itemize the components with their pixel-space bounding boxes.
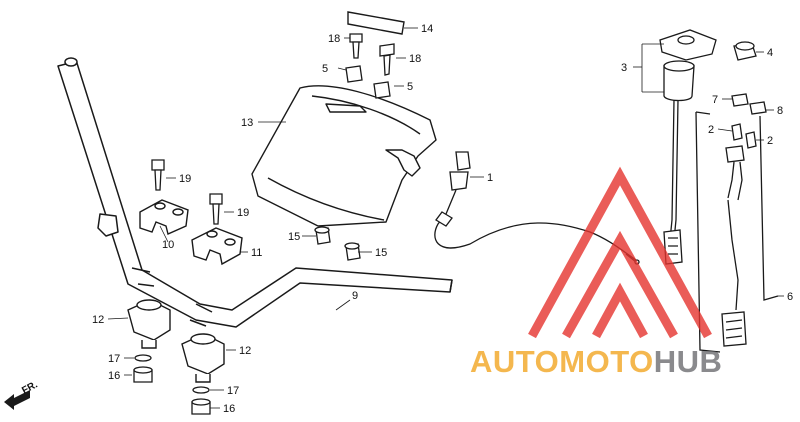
lamp-components bbox=[731, 41, 767, 149]
wire-harness bbox=[695, 111, 779, 353]
callout-10: 10 bbox=[162, 239, 174, 251]
callout-11: 11 bbox=[251, 247, 262, 259]
callout-18a: 18 bbox=[328, 33, 340, 45]
callout-17a: 17 bbox=[108, 353, 120, 365]
callout-9: 9 bbox=[352, 290, 358, 302]
handlebar-cover bbox=[251, 85, 437, 227]
lower-holder-right bbox=[181, 333, 225, 383]
leader-lines bbox=[107, 27, 784, 409]
callout-19a: 19 bbox=[179, 173, 191, 185]
bolts bbox=[151, 33, 395, 225]
grommets-and-collars bbox=[314, 65, 391, 261]
callout-15b: 15 bbox=[375, 247, 387, 259]
ignition-switch bbox=[659, 29, 717, 265]
cover-cap bbox=[347, 11, 405, 35]
callout-17b: 17 bbox=[227, 385, 239, 397]
callout-8: 8 bbox=[777, 105, 783, 117]
callout-4: 4 bbox=[767, 47, 773, 59]
upper-holder-10 bbox=[139, 199, 189, 235]
callout-12a: 12 bbox=[92, 314, 104, 326]
callout-6: 6 bbox=[787, 291, 793, 303]
callout-14: 14 bbox=[421, 23, 433, 35]
watermark-text: AUTOMOTOHUB bbox=[470, 344, 722, 379]
callout-3: 3 bbox=[621, 62, 627, 74]
front-direction-indicator: FR. bbox=[4, 379, 40, 410]
callout-7: 7 bbox=[712, 94, 718, 106]
callout-15a: 15 bbox=[288, 231, 300, 243]
callout-1: 1 bbox=[487, 172, 493, 184]
callout-16a: 16 bbox=[108, 370, 120, 382]
callout-5a: 5 bbox=[322, 63, 328, 75]
upper-holder-11 bbox=[191, 227, 243, 266]
lower-holder-left bbox=[127, 299, 171, 349]
callout-16b: 16 bbox=[223, 403, 235, 415]
watermark-text-moto: MOTO bbox=[559, 344, 653, 379]
callout-2a: 2 bbox=[708, 124, 714, 136]
front-direction-label: FR. bbox=[20, 379, 40, 396]
watermark-text-hub: HUB bbox=[654, 344, 723, 379]
callout-labels: 1 2 2 3 4 5 5 6 7 8 9 10 11 12 12 13 14 … bbox=[92, 23, 793, 415]
speedometer-cable bbox=[434, 151, 640, 265]
washers-and-nuts bbox=[133, 354, 211, 415]
callout-5b: 5 bbox=[407, 81, 413, 93]
callout-13: 13 bbox=[241, 117, 253, 129]
callout-2b: 2 bbox=[767, 135, 773, 147]
watermark-logo-icon bbox=[528, 166, 712, 339]
callout-19b: 19 bbox=[237, 207, 249, 219]
callout-12b: 12 bbox=[239, 345, 251, 357]
watermark: AUTOMOTOHUB bbox=[470, 166, 722, 379]
handlebar bbox=[57, 57, 453, 328]
watermark-text-auto: AUTO bbox=[470, 344, 559, 379]
front-arrow-icon bbox=[4, 390, 30, 410]
callout-18b: 18 bbox=[409, 53, 421, 65]
